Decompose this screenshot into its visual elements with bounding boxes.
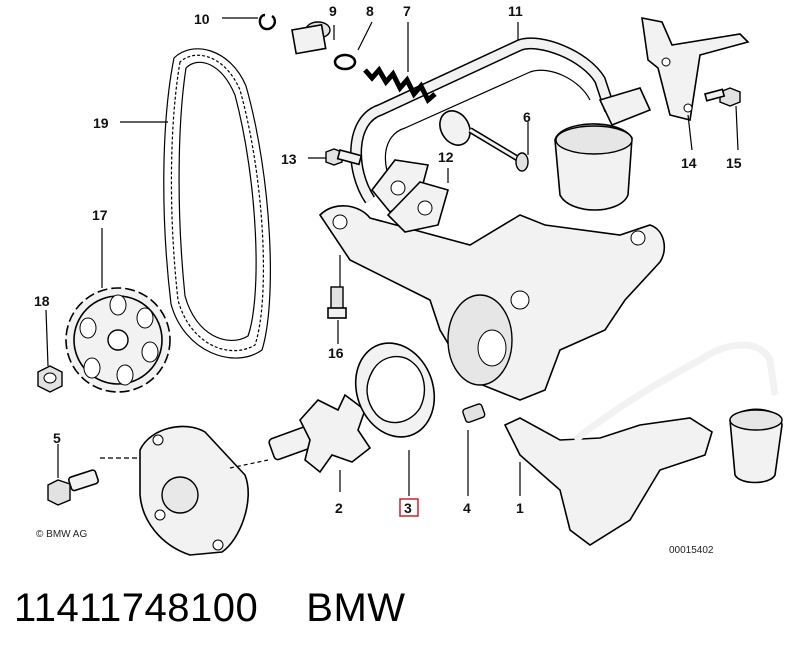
callout-19: 19 xyxy=(93,115,109,131)
oil-pickup-pipe xyxy=(503,341,783,546)
valve-piston xyxy=(439,110,529,172)
pump-cover xyxy=(100,425,249,556)
stud-part xyxy=(327,286,347,319)
nut-part xyxy=(37,365,63,393)
seal-ring xyxy=(333,53,357,71)
pressure-pipe xyxy=(350,37,616,204)
callout-12: 12 xyxy=(438,149,454,165)
callout-7: 7 xyxy=(403,3,411,19)
callout-17: 17 xyxy=(92,207,108,223)
pump-housing xyxy=(318,205,666,401)
bolt-part xyxy=(47,469,99,506)
callout-8: 8 xyxy=(366,3,374,19)
callout-16: 16 xyxy=(328,345,344,361)
leader-lines xyxy=(45,17,739,496)
inner-rotor-shaft xyxy=(229,393,372,474)
brand-name: BMW xyxy=(306,586,406,630)
callout-18: 18 xyxy=(34,293,50,309)
filter-housing xyxy=(554,87,652,211)
part-caption: 11411748100 BMW xyxy=(14,586,406,631)
callout-6: 6 xyxy=(523,109,531,125)
highlight-box xyxy=(399,498,419,517)
callout-5: 5 xyxy=(53,430,61,446)
callout-15: 15 xyxy=(726,155,742,171)
callout-11: 11 xyxy=(508,3,523,19)
callout-2: 2 xyxy=(335,500,343,516)
pipe-flange-gasket xyxy=(370,159,449,233)
copyright-text: © BMW AG xyxy=(36,529,87,540)
flange-bolt xyxy=(325,148,363,166)
callout-9: 9 xyxy=(329,3,337,19)
callout-10: 10 xyxy=(194,11,210,27)
callout-13: 13 xyxy=(281,151,297,167)
bracket-bolt xyxy=(704,87,741,107)
drawing-number: 00015402 xyxy=(669,545,714,556)
sprocket-gear xyxy=(65,287,171,393)
sleeve-part xyxy=(462,403,486,424)
callout-3: 3 xyxy=(404,500,412,516)
callout-1: 1 xyxy=(516,500,524,516)
callout-14: 14 xyxy=(681,155,697,171)
callout-labels: 10 9 8 7 11 6 12 13 14 15 19 17 18 16 5 … xyxy=(34,3,742,517)
timing-chain xyxy=(163,48,271,359)
mounting-bracket xyxy=(641,16,750,121)
callout-4: 4 xyxy=(463,500,471,516)
outer-rotor xyxy=(354,342,436,438)
circlip xyxy=(258,13,277,31)
part-number: 11411748100 xyxy=(14,586,259,630)
valve-bushing xyxy=(291,21,331,55)
parts-exploded-diagram: 10 9 8 7 11 6 12 13 14 15 19 17 18 16 5 … xyxy=(34,3,783,556)
valve-spring xyxy=(363,65,437,104)
